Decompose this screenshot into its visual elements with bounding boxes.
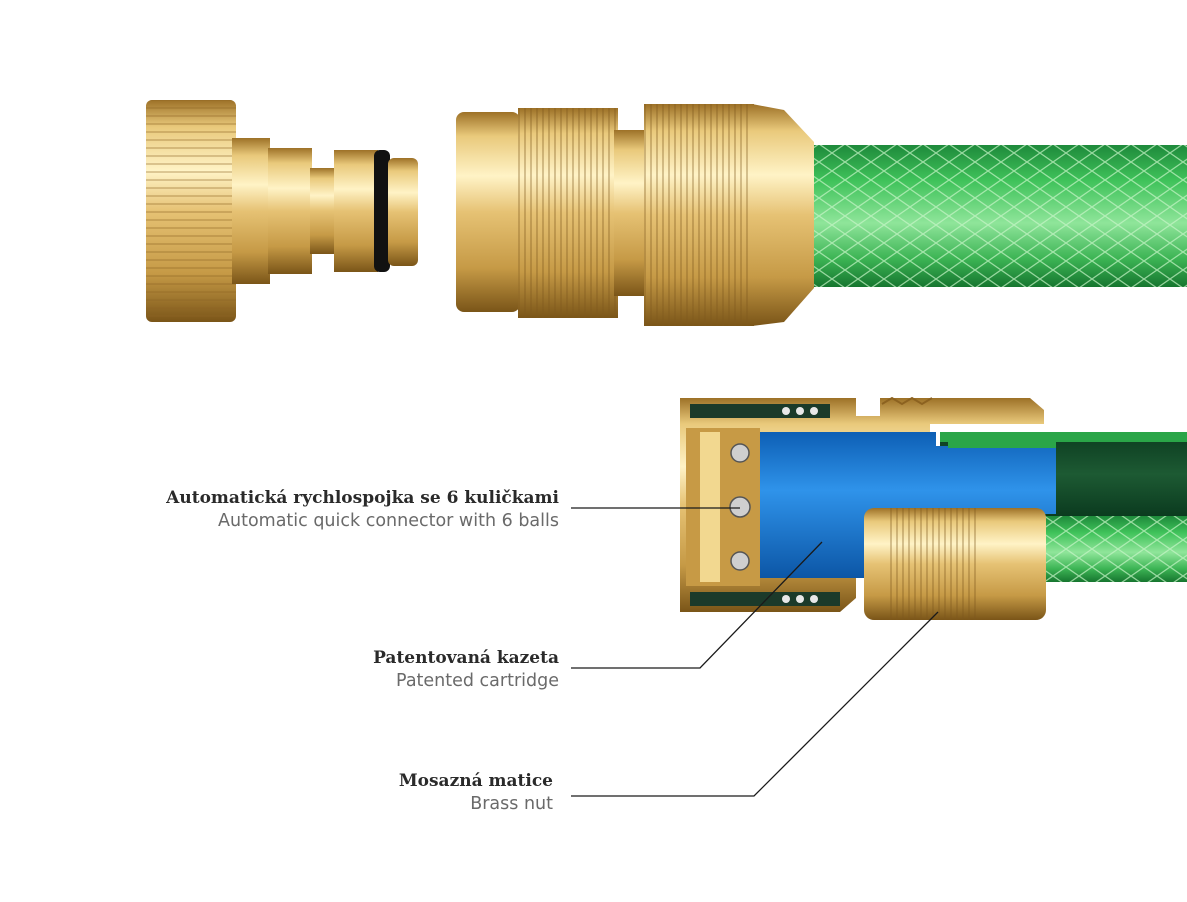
- tap-adapter: [146, 100, 418, 322]
- leader-line-cartridge: [571, 541, 823, 669]
- hose-connector: [456, 104, 814, 326]
- callout-balls-subtitle: Automatic quick connector with 6 balls: [218, 511, 559, 531]
- callout-cartridge-subtitle: Patented cartridge: [396, 671, 559, 691]
- connector-cross-section: [680, 396, 1187, 620]
- callout-nut-subtitle: Brass nut: [470, 794, 553, 814]
- cartridge: [760, 432, 1056, 578]
- callout-balls-title: Automatická rychlospojka se 6 kuličkami: [166, 488, 559, 508]
- garden-hose-top: [814, 145, 1187, 287]
- brass-nut: [864, 508, 1046, 620]
- callout-cartridge-title: Patentovaná kazeta: [373, 648, 559, 668]
- leader-lines: [571, 507, 939, 797]
- callout-nut-title: Mosazná matice: [398, 771, 553, 791]
- callout-balls: Automatická rychlospojka se 6 kuličkami …: [166, 487, 559, 533]
- callout-cartridge: Patentovaná kazeta Patented cartridge: [373, 647, 559, 693]
- o-ring: [374, 150, 390, 272]
- leader-line-nut: [571, 611, 939, 797]
- callout-nut: Mosazná matice Brass nut: [399, 770, 553, 816]
- ball-bearings: [729, 443, 751, 571]
